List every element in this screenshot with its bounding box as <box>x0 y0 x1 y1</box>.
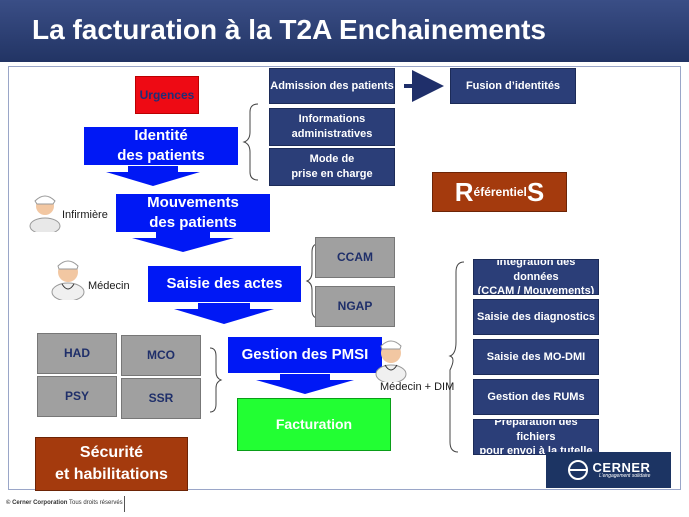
page-title: La facturation à la T2A Enchainements <box>32 14 546 45</box>
footer-copyright: © Cerner Corporation Tous droits réservé… <box>6 500 123 506</box>
title-banner <box>0 0 689 62</box>
footer-rest: Tous droits réservés <box>67 500 123 506</box>
cerner-logo: CERNER L’engagement solidaire <box>546 452 671 488</box>
gestion-pmsi-box: Gestion des PMSI <box>228 337 382 373</box>
arrow-saisie-pmsi <box>174 303 274 324</box>
referentiels-middle: éférentiel <box>473 185 527 199</box>
ccam-box: CCAM <box>315 237 395 278</box>
securite-box: Sécurité et habilitations <box>35 437 188 491</box>
right-item-diagnostics: Saisie des diagnostics <box>473 299 599 335</box>
identite-box: Identité des patients <box>84 127 238 165</box>
cerner-tagline: L’engagement solidaire <box>599 473 651 479</box>
informations-box: Informations administratives <box>269 108 395 146</box>
mco-box: MCO <box>121 335 201 376</box>
doctor-icon <box>51 260 85 300</box>
facturation-box: Facturation <box>237 398 391 451</box>
footer-divider <box>124 496 125 512</box>
arrow-identite-mouvements <box>106 166 200 186</box>
referentiels-final: S <box>526 176 545 207</box>
right-item-rums: Gestion des RUMs <box>473 379 599 415</box>
mode-prise-charge-box: Mode de prise en charge <box>269 148 395 186</box>
mouvements-box: Mouvements des patients <box>116 194 270 232</box>
brace-etablissements <box>209 347 223 413</box>
infirmiere-label: Infirmière <box>62 209 108 221</box>
arrow-mouvements-saisie <box>132 232 234 252</box>
brace-actes <box>305 243 319 319</box>
ngap-box: NGAP <box>315 286 395 327</box>
doctor-dim-icon <box>375 340 407 382</box>
urgences-box: Urgences <box>135 76 199 114</box>
medecin-dim-label: Médecin + DIM <box>380 381 455 393</box>
referentiels-initial: R <box>454 176 474 207</box>
admission-box: Admission des patients <box>269 68 395 104</box>
psy-box: PSY <box>37 376 117 417</box>
brace-identite <box>242 103 259 181</box>
arrow-pmsi-facturation <box>256 374 354 394</box>
footer-bold: © Cerner Corporation <box>6 500 68 506</box>
had-box: HAD <box>37 333 117 374</box>
cerner-emblem-icon <box>567 460 588 480</box>
right-item-mo-dmi: Saisie des MO-DMI <box>473 339 599 375</box>
ssr-box: SSR <box>121 378 201 419</box>
right-item-preparation: Préparation des fichiers pour envoi à la… <box>473 419 599 455</box>
fusion-box: Fusion d’identités <box>450 68 576 104</box>
brace-right-column <box>448 261 465 453</box>
medecin-label: Médecin <box>88 280 130 292</box>
saisie-actes-box: Saisie des actes <box>148 266 301 302</box>
nurse-icon <box>29 195 61 232</box>
right-item-integration: Intégration des données (CCAM / Mouvemen… <box>473 259 599 295</box>
cerner-name: CERNER <box>592 460 651 475</box>
